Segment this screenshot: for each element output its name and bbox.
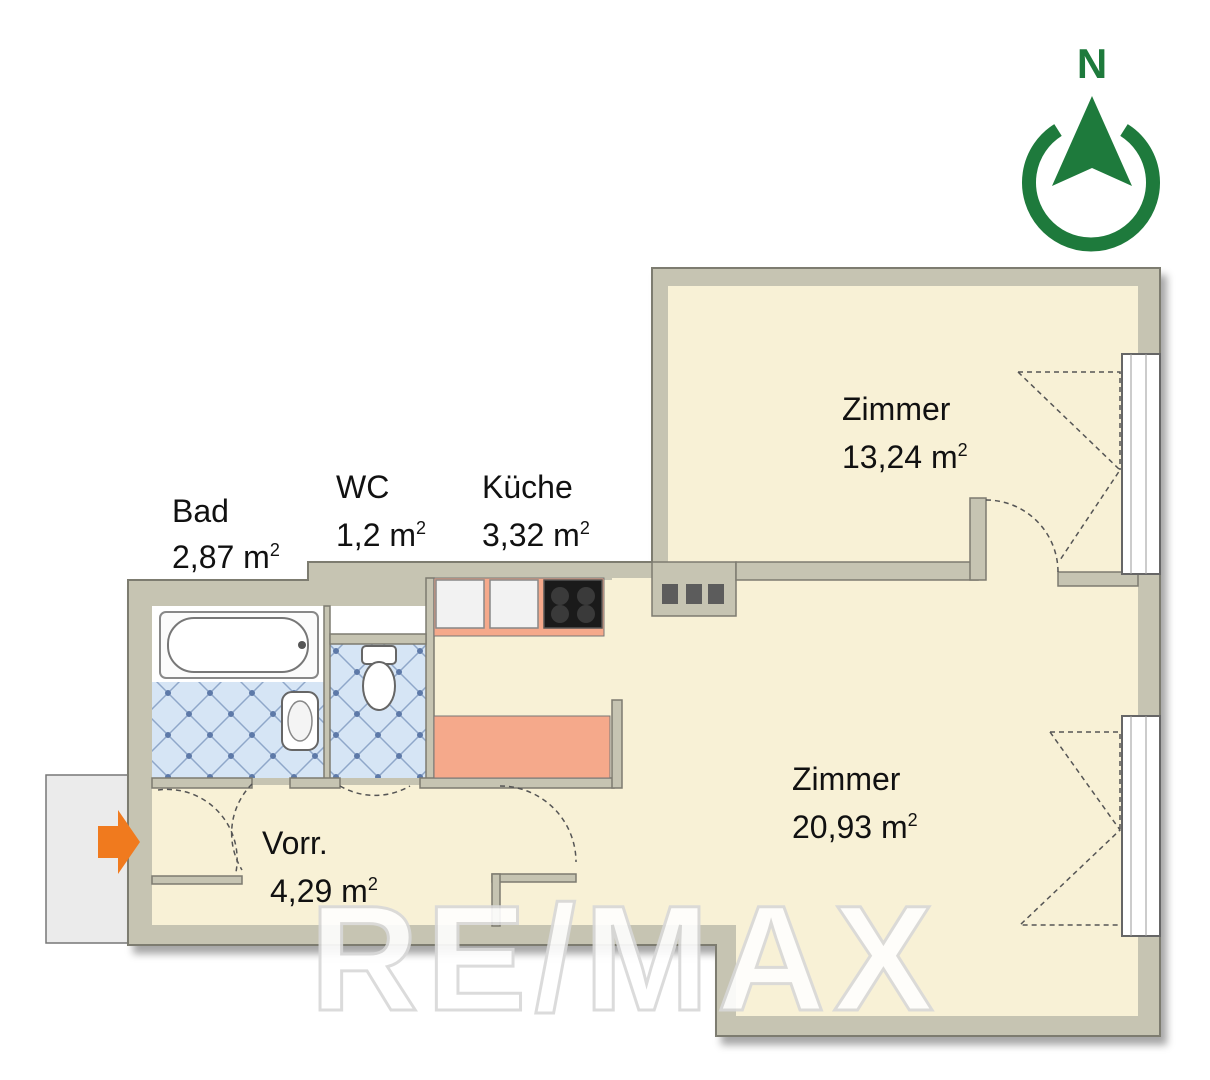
entry-arrow-icon (98, 810, 140, 874)
kitchen-unit (433, 715, 611, 779)
svg-text:13,24 m2: 13,24 m2 (842, 439, 968, 475)
remax-watermark: RE/MAX (310, 874, 941, 1042)
svg-text:20,93 m2: 20,93 m2 (792, 809, 918, 845)
room-labels: Bad 2,87 m2 WC 1,2 m2 Küche 3,32 m2 Zimm… (172, 391, 968, 909)
label-wc-area: 1,2 m (336, 517, 416, 553)
label-zimmer-small-name: Zimmer (842, 391, 951, 427)
svg-text:2,87 m2: 2,87 m2 (172, 539, 280, 575)
label-zimmer-small-sup: 2 (958, 440, 968, 460)
label-bad-sup: 2 (270, 540, 280, 560)
windows (1121, 353, 1161, 937)
door-swings (157, 371, 1121, 926)
label-zimmer-small-area: 13,24 m (842, 439, 958, 475)
label-zimmer-large-name: Zimmer (792, 761, 901, 797)
label-vorraum-area: 4,29 m (270, 873, 368, 909)
label-zimmer-large-sup: 2 (908, 810, 918, 830)
svg-text:1,2 m2: 1,2 m2 (336, 517, 426, 553)
label-bad-area: 2,87 m (172, 539, 270, 575)
label-vorraum-name: Vorr. (262, 825, 328, 861)
label-kueche-name: Küche (482, 469, 573, 505)
bathtub-icon (159, 611, 319, 679)
stove-icon (543, 579, 603, 629)
label-wc-sup: 2 (416, 518, 426, 538)
label-kueche-area: 3,32 m (482, 517, 580, 553)
toilet-icon (361, 645, 397, 711)
shaft-icon (662, 584, 724, 604)
svg-text:3,32 m2: 3,32 m2 (482, 517, 590, 553)
label-bad-name: Bad (172, 493, 229, 529)
label-vorraum-sup: 2 (368, 874, 378, 894)
label-kueche-sup: 2 (580, 518, 590, 538)
washbasin-icon (281, 691, 319, 751)
kitchen-counter (433, 577, 605, 637)
label-zimmer-large-area: 20,93 m (792, 809, 908, 845)
north-compass-icon: N (1022, 40, 1160, 252)
label-wc-name: WC (336, 469, 389, 505)
svg-text:4,29 m2: 4,29 m2 (270, 873, 378, 909)
compass-letter: N (1077, 40, 1107, 87)
sink-icon (435, 579, 485, 629)
entrance-landing (45, 774, 131, 944)
